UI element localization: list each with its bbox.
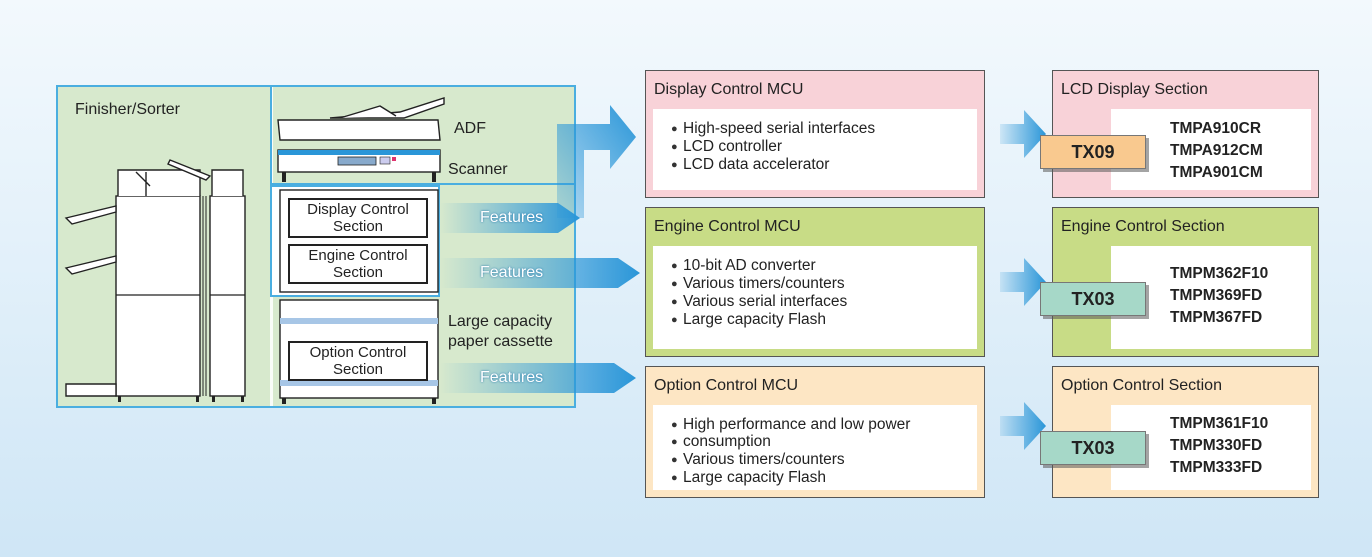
section-title-option: Option Control Section: [1061, 377, 1222, 394]
lcd-display-section-panel: LCD Display Section TX09 TMPA910CR TMPA9…: [1040, 70, 1319, 198]
features-label-engine: Features: [480, 264, 544, 281]
engine-control-section: Engine Control Section: [288, 244, 428, 284]
option-control-section-panel: Option Control Section TX03 TMPM361F10 T…: [1040, 366, 1319, 498]
mcu-feature-item: High-speed serial interfaces: [671, 120, 971, 138]
part-number: TMPA910CR: [1170, 120, 1262, 137]
part-number: TMPM367FD: [1170, 309, 1263, 326]
part-list-engine: TMPM362F10 TMPM369FD TMPM367FD: [1170, 263, 1268, 329]
option-section-line2: Section: [332, 361, 384, 378]
option-section-line1: Option Control: [309, 344, 407, 361]
mcu-features-option: High performance and low power consumpti…: [653, 405, 977, 490]
scanner-label: Scanner: [448, 161, 508, 178]
part-number: TMPM330FD: [1170, 437, 1263, 454]
features-arrow-option: [440, 363, 636, 393]
chip-badge-tx03-option: TX03: [1040, 431, 1146, 465]
part-number: TMPM361F10: [1170, 415, 1269, 432]
option-control-section: Option Control Section: [288, 341, 428, 381]
mcu-feature-item-continued: consumption: [671, 433, 971, 451]
features-label-option: Features: [480, 369, 544, 386]
engine-section-line2: Section: [332, 264, 384, 281]
section-title-lcd: LCD Display Section: [1061, 81, 1208, 98]
part-number: TMPM369FD: [1170, 287, 1263, 304]
part-list-lcd: TMPA910CR TMPA912CM TMPA901CM: [1170, 118, 1263, 184]
mcu-features-engine: 10-bit AD converter Various timers/count…: [653, 246, 977, 349]
engine-control-mcu-panel: Engine Control MCU 10-bit AD converter V…: [645, 207, 985, 357]
engine-section-line1: Engine Control: [308, 247, 408, 264]
display-section-line1: Display Control: [307, 201, 409, 218]
features-arrow-engine: [440, 258, 640, 288]
mcu-title-display: Display Control MCU: [654, 81, 804, 98]
mcu-feature-item: LCD data accelerator: [671, 156, 971, 174]
mcu-feature-item: Various serial interfaces: [671, 293, 971, 311]
part-number: TMPA901CM: [1170, 164, 1263, 181]
mcu-features-display: High-speed serial interfaces LCD control…: [653, 109, 977, 190]
part-number: TMPM333FD: [1170, 459, 1263, 476]
features-elbow-arrow-display: [557, 105, 636, 218]
mcu-feature-item: Large capacity Flash: [671, 469, 971, 487]
section-title-engine: Engine Control Section: [1061, 218, 1225, 235]
part-list-option: TMPM361F10 TMPM330FD TMPM333FD: [1170, 413, 1268, 479]
part-number: TMPA912CM: [1170, 142, 1263, 159]
display-section-line2: Section: [332, 218, 384, 235]
finisher-sorter-label: Finisher/Sorter: [75, 101, 180, 118]
features-label-display: Features: [480, 209, 544, 226]
mcu-feature-item: Various timers/counters: [671, 451, 971, 469]
adf-label: ADF: [454, 120, 486, 137]
chip-badge-tx09: TX09: [1040, 135, 1146, 169]
chip-badge-tx03-engine: TX03: [1040, 282, 1146, 316]
arrow-option-to-section: [1000, 402, 1046, 450]
large-capacity-line2: paper cassette: [448, 333, 553, 350]
mcu-feature-item: Various timers/counters: [671, 275, 971, 293]
mcu-feature-item: High performance and low power: [671, 416, 971, 434]
mcu-feature-item: Large capacity Flash: [671, 311, 971, 329]
display-control-section: Display Control Section: [288, 198, 428, 238]
mcu-feature-item: 10-bit AD converter: [671, 257, 971, 275]
option-control-mcu-panel: Option Control MCU High performance and …: [645, 366, 985, 498]
mcu-feature-item: LCD controller: [671, 138, 971, 156]
mcu-title-engine: Engine Control MCU: [654, 218, 801, 235]
engine-control-section-panel: Engine Control Section TX03 TMPM362F10 T…: [1040, 207, 1319, 357]
mcu-title-option: Option Control MCU: [654, 377, 799, 394]
features-arrow-display: [440, 203, 580, 233]
arrow-display-to-lcd: [1000, 110, 1046, 158]
display-control-mcu-panel: Display Control MCU High-speed serial in…: [645, 70, 985, 198]
part-number: TMPM362F10: [1170, 265, 1269, 282]
finisher-sorter-illustration: [64, 159, 246, 402]
arrow-engine-to-section: [1000, 258, 1046, 306]
large-capacity-line1: Large capacity: [448, 313, 553, 330]
large-capacity-cassette-label: Large capacity paper cassette: [448, 312, 553, 352]
